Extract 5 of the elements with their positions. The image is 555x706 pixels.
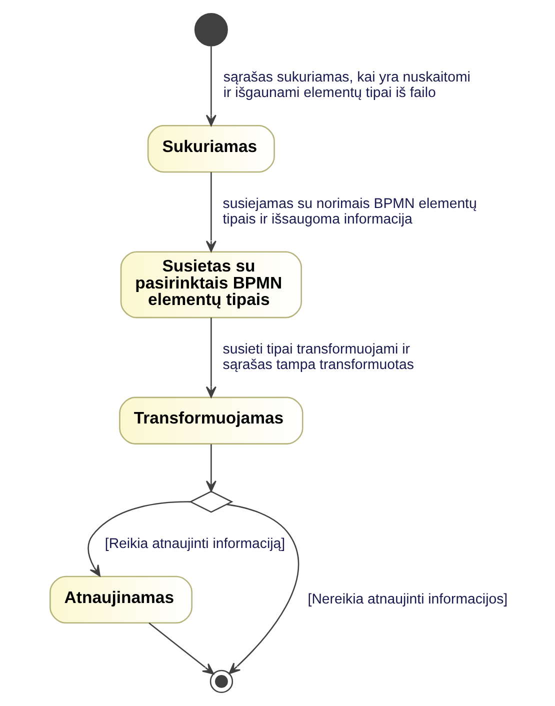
edge-label: susieti tipai transformuojami ir sąrašas tampa transformuotas [222,341,414,373]
edge-label: [Reikia atnaujinti informaciją] [104,536,286,552]
edge-label: sąrašas sukuriamas, kai yra nuskaitomi ir išgaunami elementų tipai iš failo [223,70,470,102]
edge-label: susiejamas su norimais BPMN elementų tipais ir išsaugoma informacija [222,196,477,228]
edge-label: [Nereikia atnaujinti informacijos] [308,591,508,608]
